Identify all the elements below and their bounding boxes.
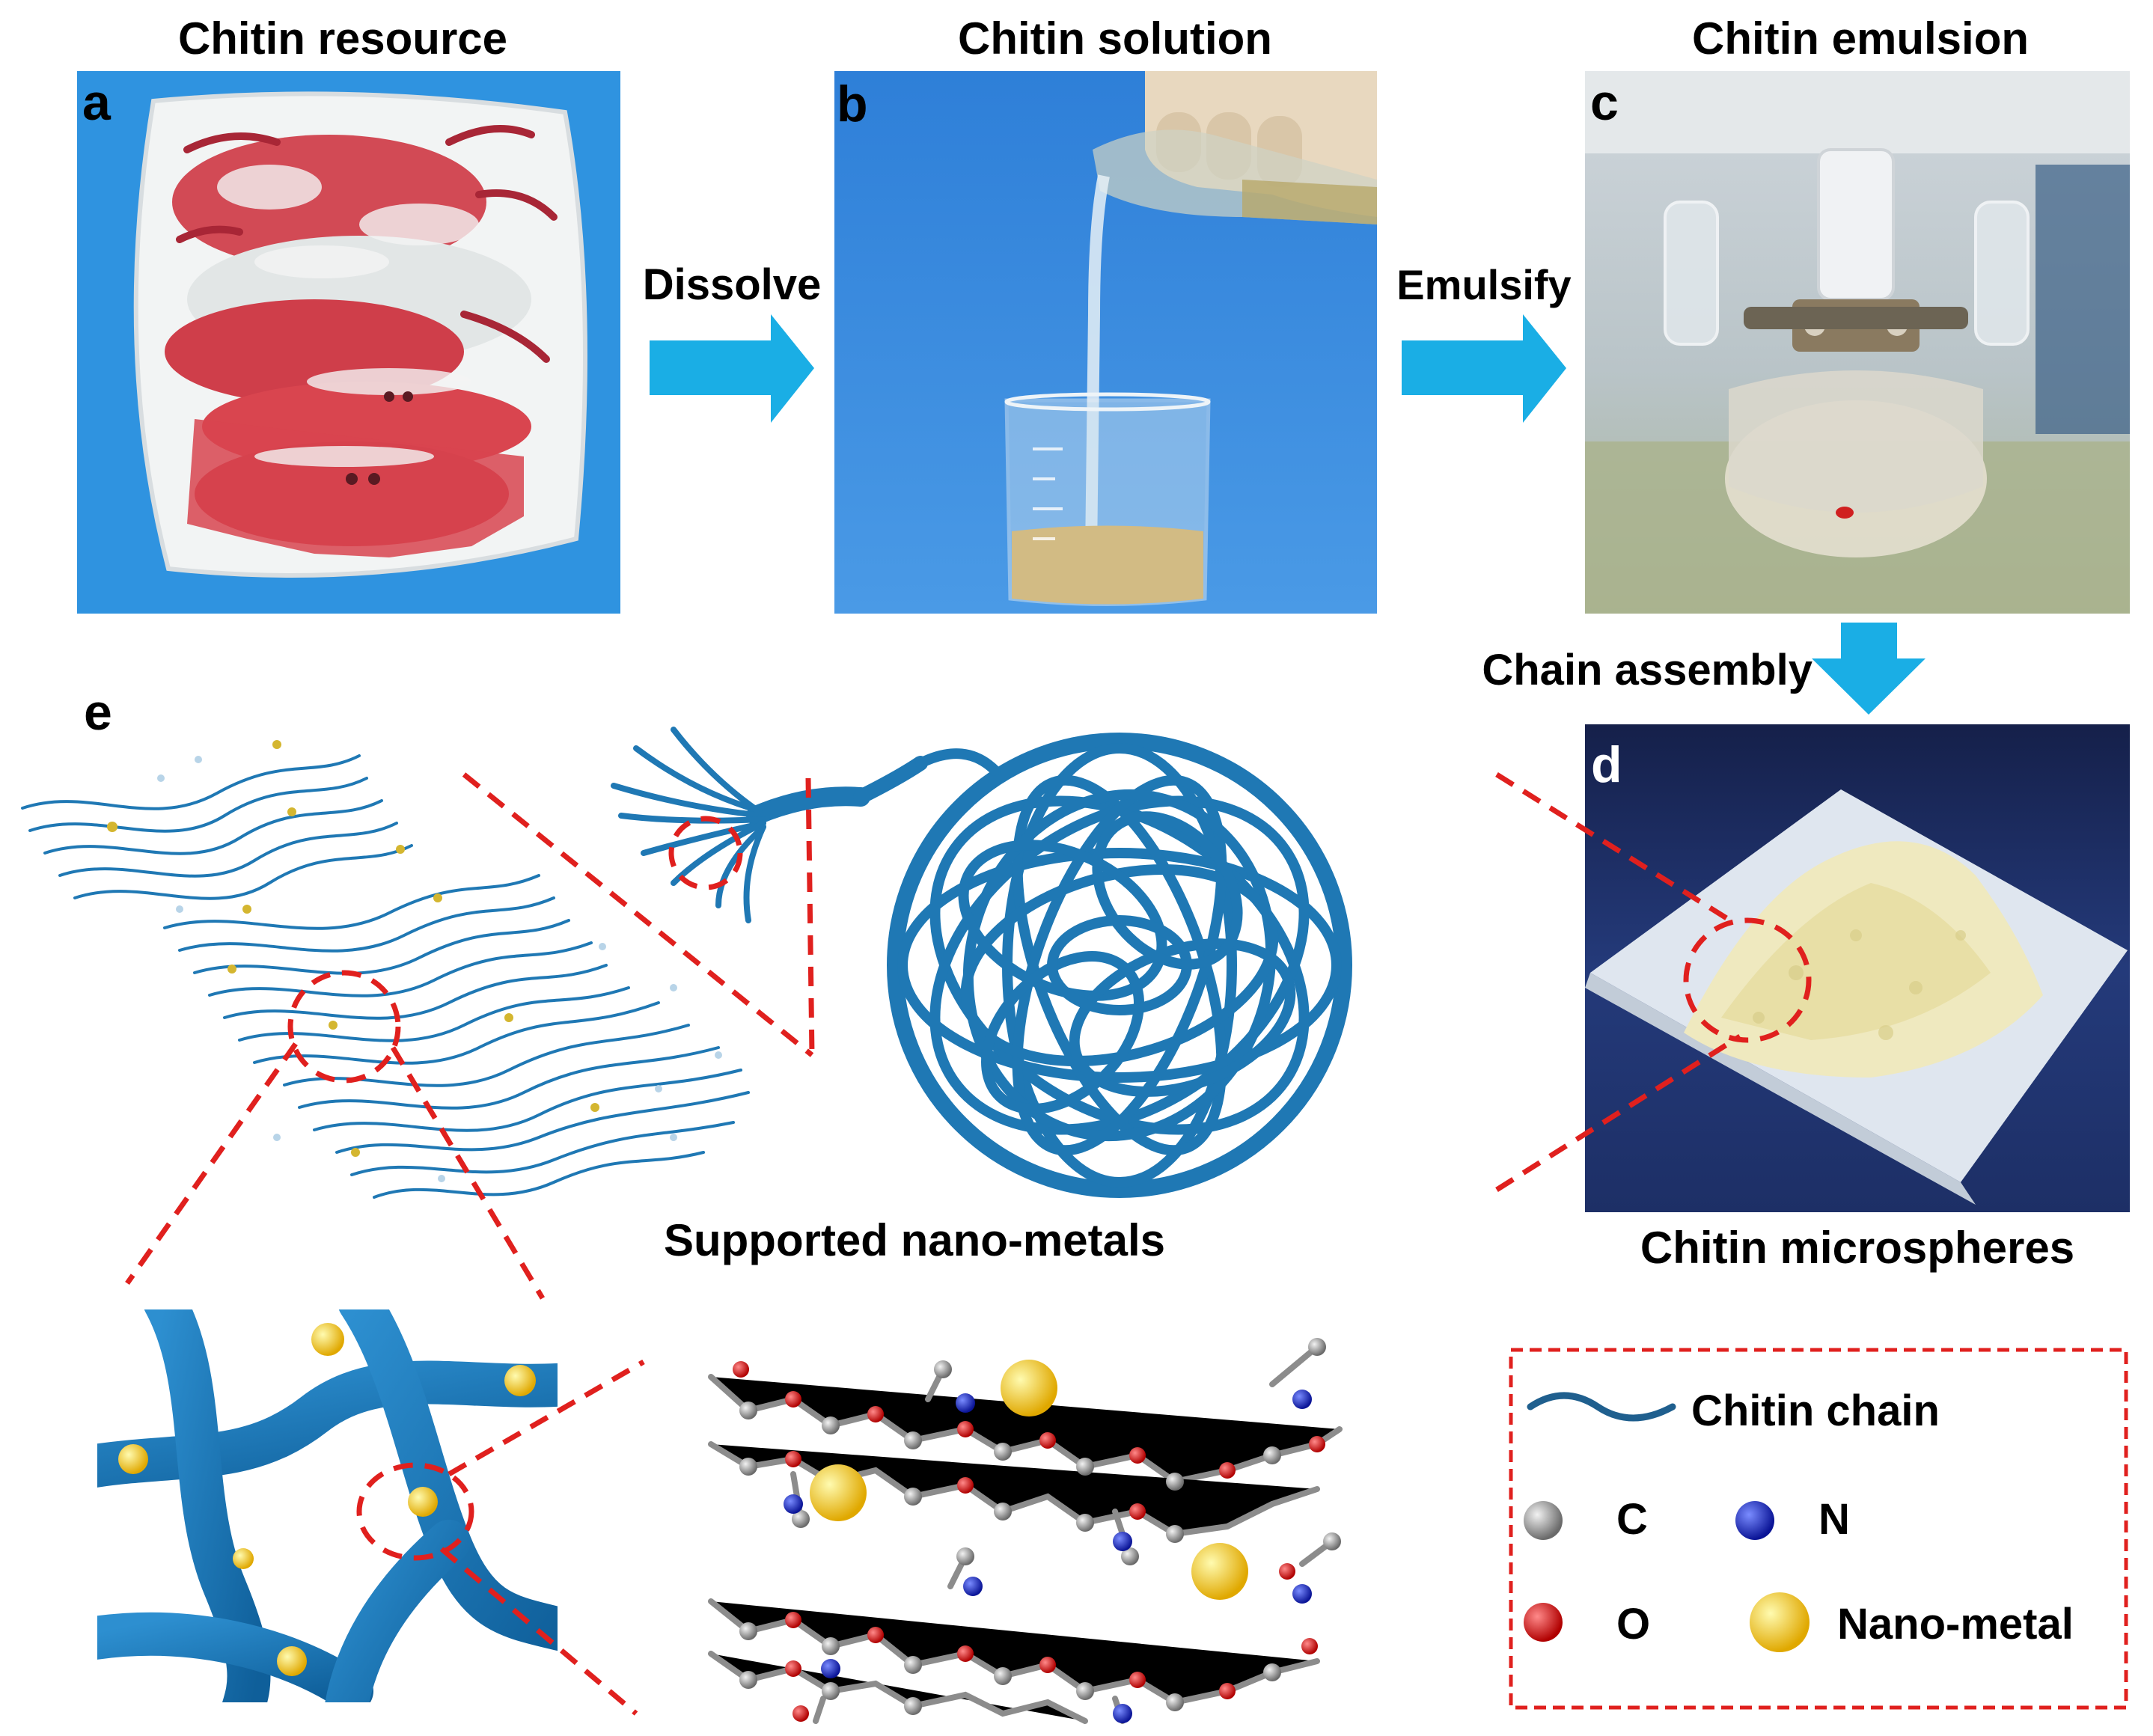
panel-b-title: Chitin solution bbox=[958, 13, 1272, 64]
panel-d-photo bbox=[1585, 724, 2130, 1212]
panel-a-photo bbox=[77, 71, 620, 614]
arrow-chain-assembly bbox=[1812, 623, 1926, 715]
panel-a-title: Chitin resource bbox=[178, 13, 507, 64]
chain-bundle-particles bbox=[107, 740, 722, 1182]
arrow-dissolve bbox=[650, 314, 814, 423]
panel-d-letter: d bbox=[1591, 736, 1622, 793]
panel-c-photo bbox=[1585, 71, 2130, 614]
chitin-fiber-bundle bbox=[611, 727, 928, 923]
legend-c-label: C bbox=[1616, 1495, 1648, 1544]
arrow-emulsify bbox=[1402, 314, 1566, 423]
chitin-molecular-model bbox=[708, 1338, 1343, 1724]
panel-a-letter: a bbox=[82, 74, 112, 131]
legend bbox=[1509, 1348, 2128, 1710]
beaker bbox=[1004, 392, 1211, 606]
step-chain-assembly-label: Chain assembly bbox=[1482, 646, 1813, 694]
chitin-chain-bundle bbox=[21, 754, 750, 1199]
step-dissolve-label: Dissolve bbox=[643, 260, 822, 309]
panel-e-title: Supported nano-metals bbox=[664, 1215, 1165, 1265]
legend-metal-label: Nano-metal bbox=[1837, 1600, 2074, 1648]
panel-c-title: Chitin emulsion bbox=[1692, 13, 2029, 64]
legend-chain-label: Chitin chain bbox=[1691, 1387, 1940, 1435]
panel-d-title: Chitin microspheres bbox=[1640, 1223, 2074, 1273]
panel-b-photo bbox=[834, 71, 1377, 614]
panel-b-letter: b bbox=[837, 76, 868, 132]
chitin-microsphere-ball bbox=[887, 733, 1352, 1198]
crab-shells bbox=[165, 125, 558, 557]
legend-n-label: N bbox=[1818, 1495, 1850, 1544]
zoom-callouts bbox=[125, 772, 1812, 1716]
tube-zoom-inset bbox=[97, 1309, 558, 1702]
panel-c-letter: c bbox=[1590, 74, 1619, 131]
step-emulsify-label: Emulsify bbox=[1396, 261, 1571, 308]
legend-o-label: O bbox=[1616, 1600, 1650, 1648]
panel-e-letter: e bbox=[84, 684, 112, 741]
